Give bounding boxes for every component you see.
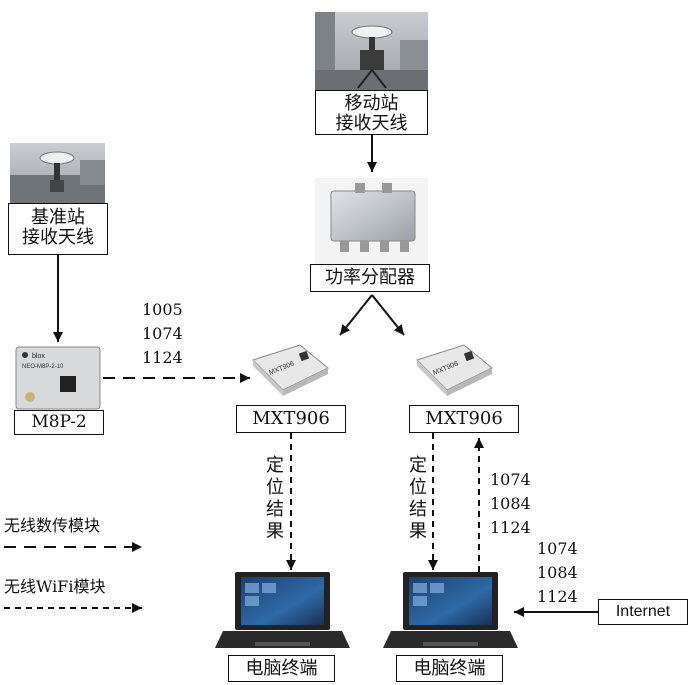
- positioning-result-left-label: 定 位 结 果: [266, 455, 284, 542]
- mxt906-left-chip-photo: [252, 344, 329, 396]
- base-antenna-photo: [10, 143, 105, 203]
- rover-antenna-label: 移动站 接收天线: [315, 90, 428, 135]
- internet-frequency-upper-label: 1074 1084 1124: [490, 470, 531, 537]
- edge-splitter-to-mxt-right: [371, 294, 405, 336]
- m8p-label: M8P-2: [14, 410, 104, 435]
- laptop-right-photo: [383, 572, 518, 648]
- internet-label: Internet: [598, 599, 688, 625]
- legend-radio-module-text: 无线数传模块: [4, 516, 101, 535]
- mxt906-left-label: MXT906: [236, 405, 346, 433]
- m8p-chip-photo: [15, 346, 101, 410]
- legend-wifi-module-text: 无线WiFi模块: [4, 577, 106, 596]
- laptop-left-photo: [215, 572, 350, 648]
- mxt906-right-chip-photo: [416, 344, 493, 396]
- rover-antenna-photo: [315, 12, 428, 90]
- m8p-chip-model: NEO-M8P-2-10: [22, 364, 64, 370]
- m8p-chip-brand: blox: [32, 353, 45, 360]
- power-splitter-label: 功率分配器: [310, 264, 430, 292]
- pc-right-label: 电脑终端: [396, 655, 503, 682]
- pc-left-label: 电脑终端: [228, 655, 335, 682]
- base-antenna-label: 基准站 接收天线: [8, 203, 108, 255]
- power-splitter-photo: [315, 178, 428, 264]
- radio-frequency-label: 1005 1074 1124: [142, 300, 183, 367]
- mxt906-right-label: MXT906: [409, 405, 519, 433]
- edge-splitter-to-mxt-left: [339, 294, 373, 336]
- positioning-result-right-label: 定 位 结 果: [409, 455, 427, 542]
- internet-frequency-lower-label: 1074 1084 1124: [537, 539, 578, 606]
